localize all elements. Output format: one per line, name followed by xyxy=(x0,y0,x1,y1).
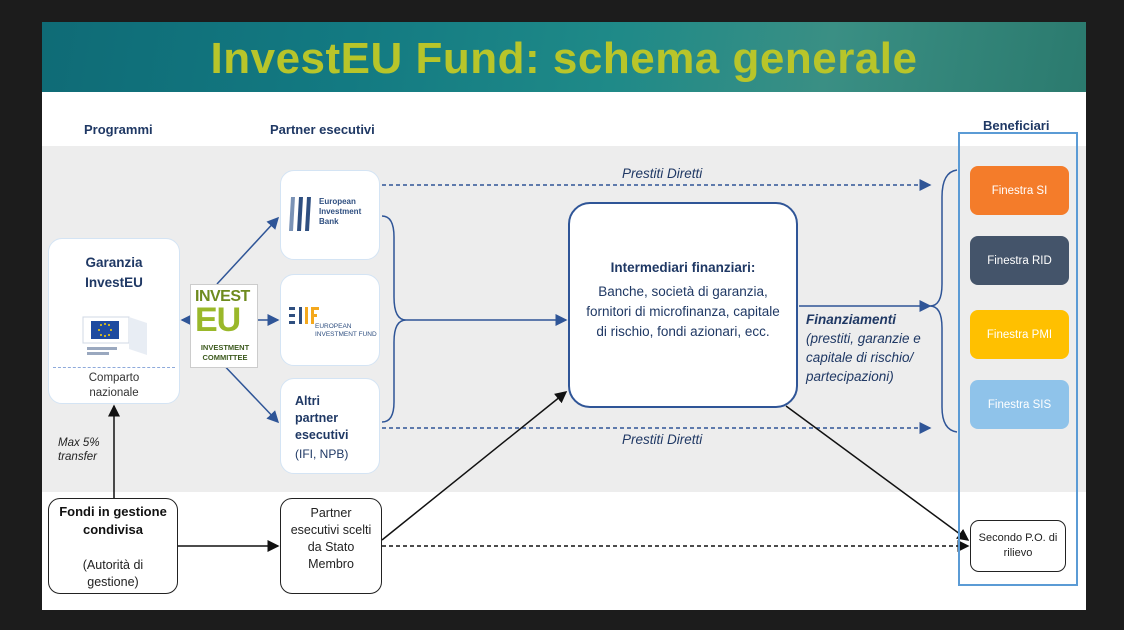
eib-text: European Investment Bank xyxy=(319,197,362,226)
altri-partner-box: Altri partner esecutivi (IFI, NPB) xyxy=(280,378,380,474)
prestiti-diretti-bottom: Prestiti Diretti xyxy=(622,432,703,447)
finanziamenti-body: (prestiti, garanzie e capitale di rischi… xyxy=(806,331,921,384)
logo-eu-text: EU xyxy=(195,301,241,339)
fondi-sub: (Autorità di gestione) xyxy=(82,558,144,589)
garanzia-line2: InvestEU xyxy=(85,275,143,290)
fondi-label: Fondi in gestione condivisa xyxy=(59,504,167,537)
garanzia-line1: Garanzia xyxy=(85,255,143,270)
header-programmi: Programmi xyxy=(84,122,153,137)
intermediari-heading: Intermediari finanziari: xyxy=(610,260,756,275)
finestra-si: Finestra SI xyxy=(970,166,1069,215)
secondo-po-label: Secondo P.O. di rilievo xyxy=(978,532,1058,559)
eif-text: EUROPEAN INVESTMENT FUND xyxy=(315,323,377,338)
max-transfer-label: Max 5% transfer xyxy=(58,437,100,463)
slide: InvestEU Fund: schema generale Programmi… xyxy=(42,22,1086,610)
eib-logo-icon xyxy=(289,197,311,231)
finestra-sis: Finestra SIS xyxy=(970,380,1069,429)
fondi-gestione-box: Fondi in gestione condivisa (Autorità di… xyxy=(48,498,178,594)
logo-invest-text: INVEST xyxy=(195,288,250,305)
eib-box: European Investment Bank xyxy=(280,170,380,260)
partner-stato-box: Partner esecutivi scelti da Stato Membro xyxy=(280,498,382,594)
intermediari-finanziari-box: Intermediari finanziari: Banche, società… xyxy=(568,202,798,408)
eif-logo-icon xyxy=(289,307,319,324)
investeu-committee-logo: INVEST EU INVESTMENT COMMITTEE xyxy=(190,284,258,368)
eif-box: EUROPEAN INVESTMENT FUND xyxy=(280,274,380,366)
header-beneficiari: Beneficiari xyxy=(983,118,1050,133)
connector-arrows xyxy=(108,169,970,552)
beneficiari-frame xyxy=(958,132,1078,586)
altri-partner-label: Altri partner esecutivi xyxy=(295,394,349,442)
title-bar xyxy=(42,22,1086,92)
garanzia-investeu-box: Garanzia InvestEU Comparto nazionale xyxy=(48,238,180,404)
logo-committee-text: COMMITTEE xyxy=(202,353,248,362)
logo-investment-text: INVESTMENT xyxy=(200,343,250,352)
finanziamenti-heading: Finanziamenti xyxy=(806,312,897,327)
altri-partner-sub: (IFI, NPB) xyxy=(295,447,349,461)
header-partner: Partner esecutivi xyxy=(270,122,375,137)
secondo-po-box: Secondo P.O. di rilievo xyxy=(970,520,1066,572)
slide-title: InvestEU Fund: schema generale xyxy=(210,34,918,83)
european-commission-logo xyxy=(77,311,151,361)
finestra-pmi: Finestra PMI xyxy=(970,310,1069,359)
comparto-nazionale: Comparto nazionale xyxy=(88,372,140,399)
prestiti-diretti-top: Prestiti Diretti xyxy=(622,166,703,181)
partner-stato-label: Partner esecutivi scelti da Stato Membro xyxy=(290,506,372,571)
intermediari-body: Banche, società di garanzia, fornitori d… xyxy=(586,284,780,339)
finestra-rid: Finestra RID xyxy=(970,236,1069,285)
